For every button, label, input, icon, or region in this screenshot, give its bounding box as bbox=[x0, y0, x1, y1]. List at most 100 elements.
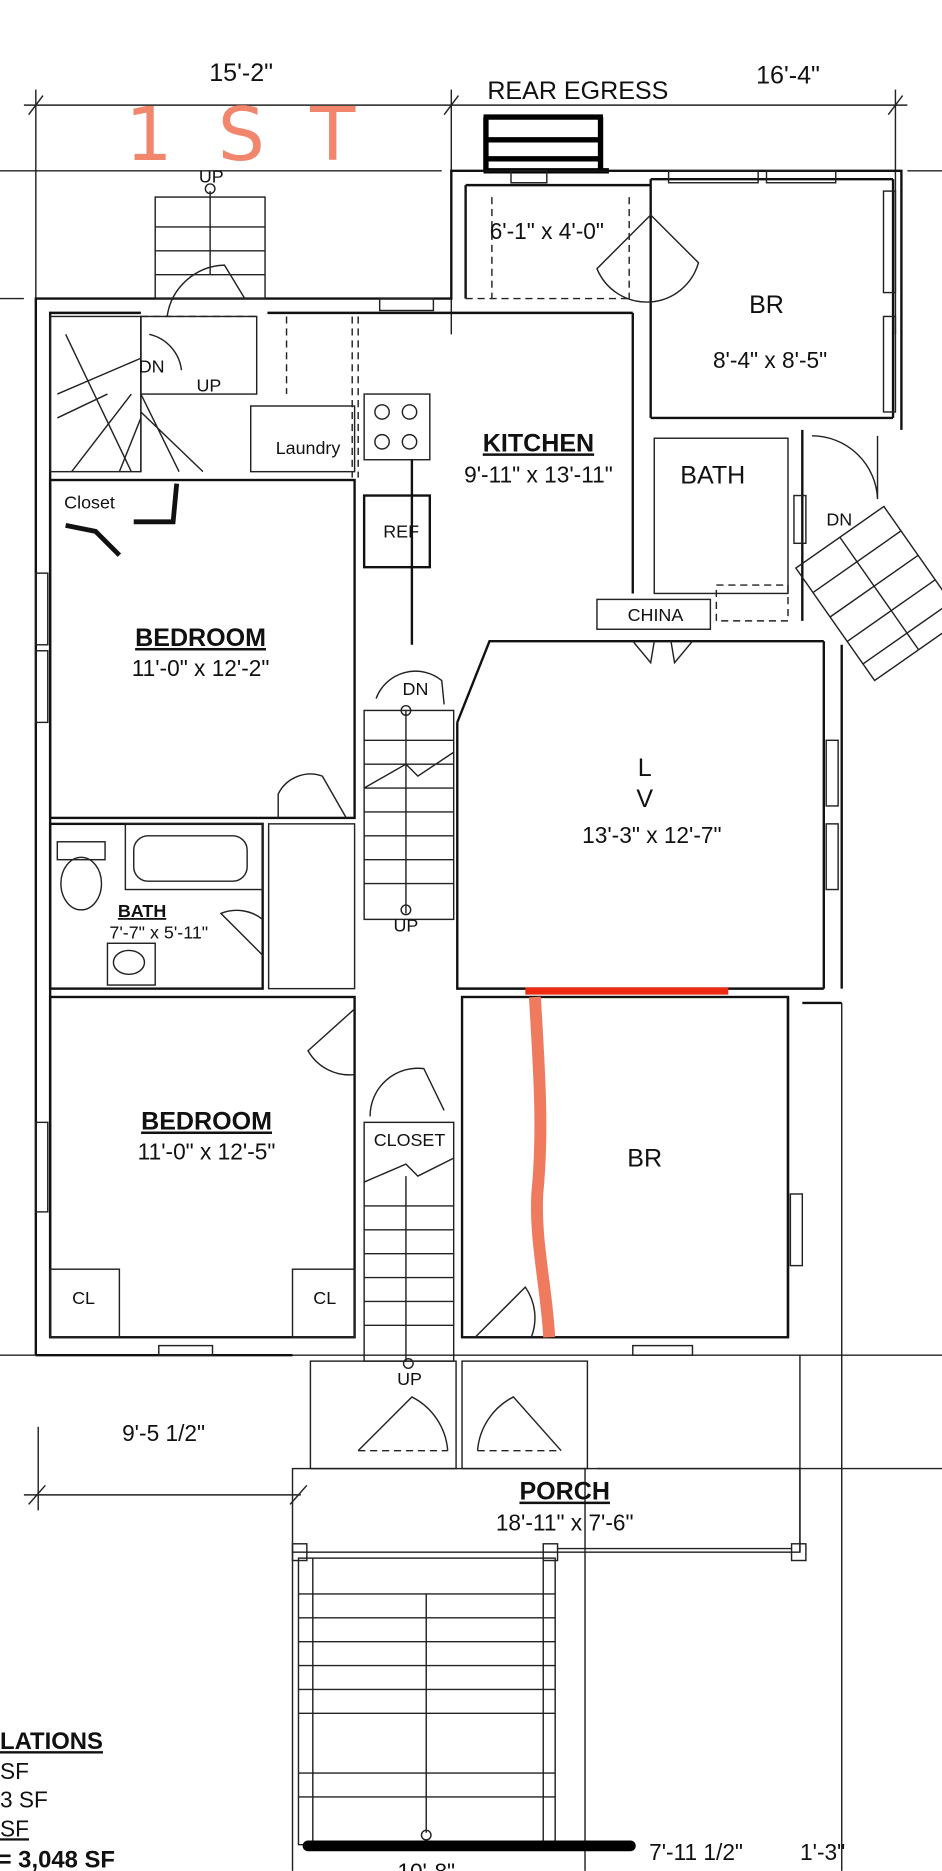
stove-icon-line bbox=[401, 404, 418, 420]
porch-label: PORCH bbox=[519, 1478, 610, 1506]
windows-line bbox=[825, 739, 839, 807]
stove-icon-line bbox=[374, 433, 390, 450]
windows-line bbox=[158, 1344, 214, 1356]
bedroom-2 bbox=[48, 995, 356, 1339]
closet-stair-line bbox=[369, 1067, 445, 1117]
bath-size: 7'-7" x 5'-11" bbox=[109, 922, 208, 942]
bedroom-2-label: BEDROOM bbox=[141, 1108, 272, 1136]
laundry-label: Laundry bbox=[276, 438, 341, 458]
front-stairs-line bbox=[298, 1593, 556, 1798]
windows-line bbox=[35, 572, 49, 646]
living-label-v: V bbox=[636, 785, 653, 813]
calculations-line-2: 3 SF bbox=[0, 1787, 48, 1813]
cl-left bbox=[49, 1268, 121, 1338]
central-stair bbox=[363, 640, 824, 990]
laundry-room bbox=[250, 405, 356, 473]
stair-up-label: UP bbox=[199, 167, 224, 187]
bedroom-1-label: BEDROOM bbox=[135, 624, 266, 652]
closet-stair-line bbox=[402, 1358, 414, 1370]
dim-top-left: 15'-2" bbox=[209, 59, 273, 87]
dim-bottom-mid: 7'-11 1/2" bbox=[649, 1839, 743, 1865]
front-vestibule-line bbox=[476, 1396, 562, 1452]
dimension-lines-line bbox=[28, 1484, 46, 1505]
windows-line bbox=[793, 494, 807, 545]
closet-handdrawn-marks bbox=[65, 483, 180, 557]
living-label-l: L bbox=[638, 754, 652, 782]
china-cabinet bbox=[596, 598, 712, 630]
exterior-stair-down-line bbox=[794, 505, 942, 682]
rear-stair-up bbox=[154, 183, 266, 317]
front-stairs bbox=[297, 1557, 556, 1846]
br-front-label: BR bbox=[627, 1145, 662, 1173]
front-vestibule-line bbox=[357, 1396, 449, 1452]
front-vestibule-line bbox=[461, 1360, 589, 1470]
bath-line bbox=[124, 823, 264, 891]
rear-landing-size: 6'-1" x 4'-0" bbox=[490, 218, 604, 244]
windows-line bbox=[378, 297, 435, 312]
china-label: CHINA bbox=[628, 605, 684, 625]
windows-line bbox=[789, 1193, 804, 1267]
bath-rear-label: BATH bbox=[680, 462, 745, 490]
windows-line bbox=[632, 1344, 694, 1356]
bath-rear bbox=[653, 435, 879, 622]
kitchen-label: KITCHEN bbox=[483, 429, 594, 457]
dimension-lines-line bbox=[443, 95, 460, 116]
central-stair-up-label: UP bbox=[394, 915, 419, 935]
proposed-wall-annotation bbox=[525, 987, 729, 1338]
kitchen-size: 9'-11" x 13'-11" bbox=[464, 461, 613, 487]
bath-line bbox=[133, 835, 248, 882]
windows-line bbox=[35, 650, 49, 724]
bedroom-1 bbox=[48, 478, 356, 820]
spiral-stair-up-label: UP bbox=[197, 376, 222, 396]
central-stair-line bbox=[400, 904, 412, 916]
bath-line bbox=[219, 909, 264, 956]
exterior-stair-down bbox=[794, 505, 942, 682]
calculations-line-1: SF bbox=[0, 1758, 29, 1784]
closet-stair-up-label: UP bbox=[397, 1369, 422, 1389]
cl-right bbox=[291, 1268, 356, 1338]
windows-line bbox=[35, 1121, 49, 1213]
rear-br-door bbox=[596, 213, 700, 303]
central-stair-line bbox=[400, 704, 412, 716]
spiral-stair-line bbox=[57, 334, 204, 473]
exterior-stair-down-line bbox=[812, 530, 902, 594]
central-stair-dn-label: DN bbox=[403, 679, 429, 699]
bath-rear-line bbox=[653, 437, 789, 595]
bedroom-2-size: 11'-0" x 12'-5" bbox=[138, 1138, 276, 1164]
bath-rear-line bbox=[811, 435, 879, 500]
proposed-wall-annotation-line bbox=[528, 996, 556, 1338]
dim-front-left: 9'-5 1/2" bbox=[122, 1420, 205, 1446]
closet-handdrawn-marks-line bbox=[133, 483, 180, 525]
porch-line bbox=[790, 1543, 807, 1562]
egress-steps-drawn bbox=[483, 114, 609, 174]
spiral-stair-line bbox=[49, 315, 142, 473]
bath-line bbox=[56, 841, 106, 861]
windows bbox=[35, 170, 897, 1356]
exterior-stair-dn-label: DN bbox=[826, 509, 852, 529]
bath bbox=[48, 822, 356, 990]
windows-line bbox=[510, 170, 548, 184]
calculations-heading: LATIONS bbox=[0, 1728, 103, 1755]
spiral-stair-line bbox=[140, 315, 258, 395]
porch-line bbox=[291, 1543, 308, 1562]
central-stair-line bbox=[364, 739, 454, 885]
closet-stair-line bbox=[363, 1157, 455, 1183]
stove-icon-line bbox=[363, 393, 431, 461]
stove-icon-line bbox=[374, 404, 390, 420]
windows-line bbox=[667, 170, 759, 184]
stove-icon bbox=[363, 393, 431, 461]
kitchen-dashes bbox=[267, 197, 634, 594]
dim-bottom-stair: 10'-8" bbox=[397, 1858, 455, 1871]
bath-rear-line bbox=[715, 584, 789, 622]
exterior-stair-down-line bbox=[839, 536, 920, 651]
exterior-stair-down-line bbox=[862, 601, 942, 665]
closet-stair bbox=[363, 1067, 455, 1370]
dimension-lines-line bbox=[28, 95, 44, 116]
central-stair-line bbox=[456, 640, 824, 990]
porch-line bbox=[291, 1467, 801, 1553]
bath-line bbox=[106, 942, 156, 986]
stove-icon-line bbox=[401, 433, 418, 450]
br-rear-label: BR bbox=[749, 291, 784, 319]
dimension-lines-line bbox=[887, 95, 904, 116]
